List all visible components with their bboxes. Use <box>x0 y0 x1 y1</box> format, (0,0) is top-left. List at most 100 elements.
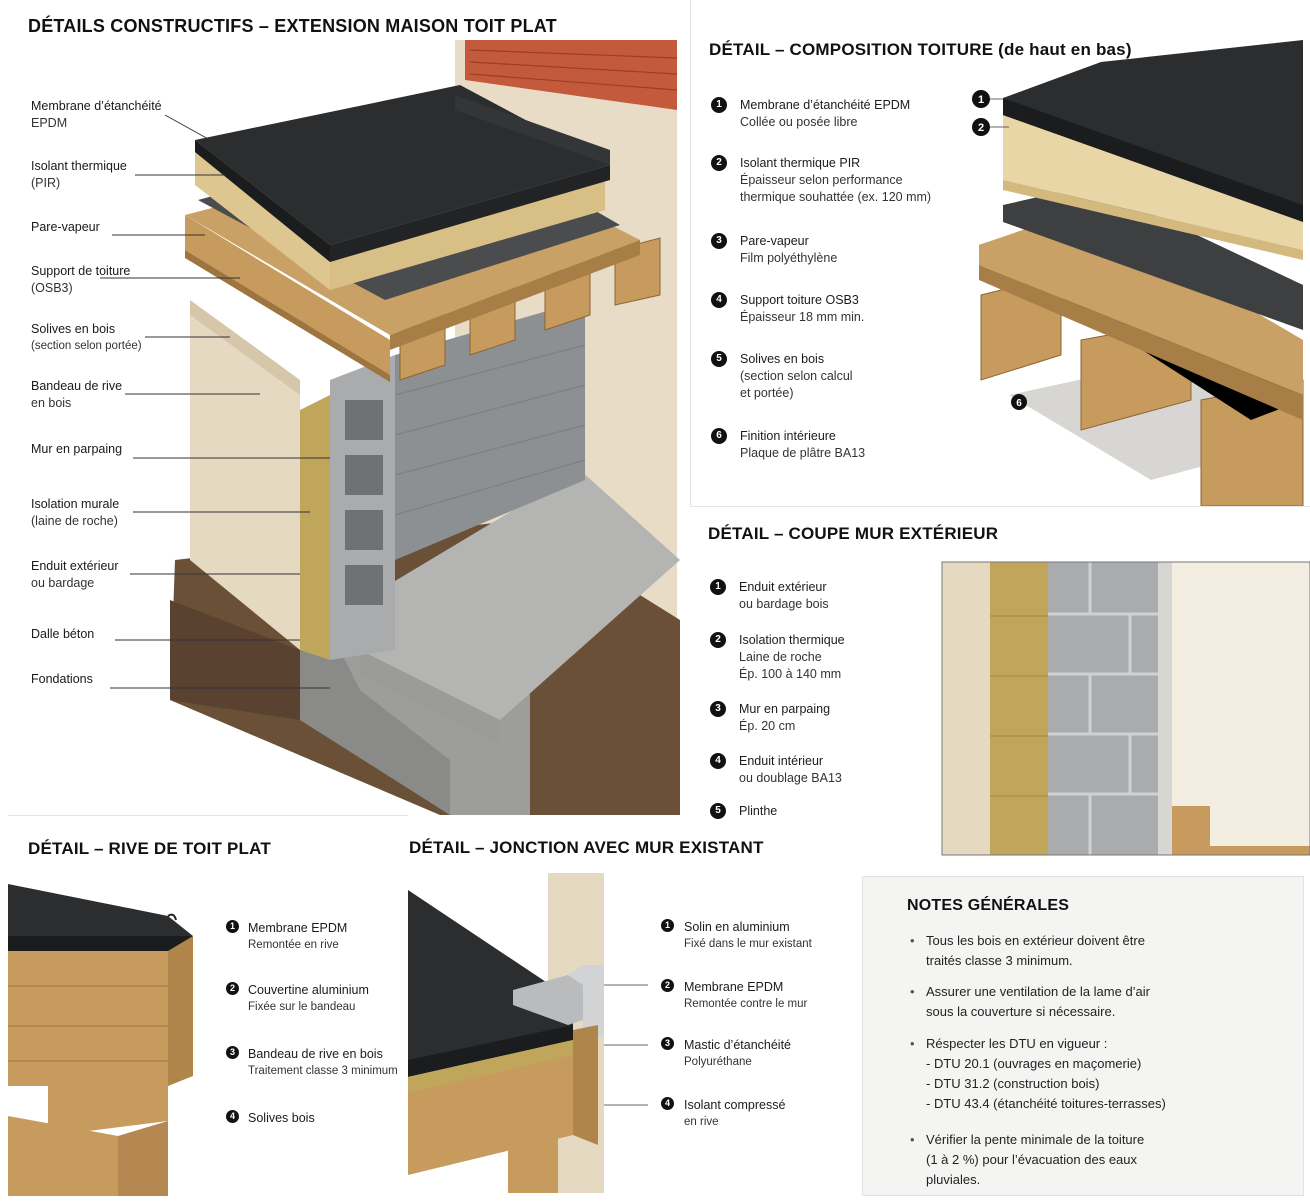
roof-item-5-num: 5 <box>711 351 727 367</box>
junction-item-3-l2: Polyuréthane <box>684 1056 752 1068</box>
junction-item-4-l1: Isolant compressé <box>684 1098 786 1112</box>
main-label-foundation-l1: Fondations <box>31 672 93 686</box>
note-1-line-b: traités classe 3 minimum. <box>926 953 1073 968</box>
main-label-slab: Dalle béton <box>31 626 94 643</box>
wall-item-5-num: 5 <box>710 803 726 819</box>
wall-illustration <box>941 561 1310 856</box>
roof-item-4-num: 4 <box>711 292 727 308</box>
edge-title: DÉTAIL – RIVE DE TOIT PLAT <box>28 839 271 858</box>
main-label-joists-l1: Solives en bois <box>31 322 116 336</box>
roof-title: DÉTAIL – COMPOSITION TOITURE (de haut en… <box>709 40 1132 59</box>
edge-item-1-l2: Remontée en rive <box>248 939 339 951</box>
junction-panel: DÉTAIL – JONCTION AVEC MUR EXISTANT 1 Sol… <box>408 815 860 1195</box>
note-3-line-d: - DTU 43.4 (étanchéité toitures-terrasse… <box>926 1096 1166 1111</box>
wall-item-4-num: 4 <box>710 753 726 769</box>
wall-item-2-num: 2 <box>710 632 726 648</box>
wall-title: DÉTAIL – COUPE MUR EXTÉRIEUR <box>708 524 999 543</box>
wall-item-2-l1: Isolation thermique <box>739 633 845 647</box>
main-label-vapour-l1: Pare-vapeur <box>31 220 100 234</box>
junction-item-4-l2: en rive <box>684 1116 719 1128</box>
main-label-epdm-l2: EPDM <box>31 116 68 130</box>
roof-callout-2: 2 <box>978 122 984 134</box>
roof-item-2-l1: Isolant thermique PIR <box>740 156 861 170</box>
roof-item-5-l2: (section selon calcul <box>740 369 853 383</box>
roof-item-6-num: 6 <box>711 428 727 444</box>
note-2: •Assurer une ventilation de la lame d’ai… <box>910 982 1151 1022</box>
main-label-render: Enduit extérieur ou bardage <box>31 558 119 592</box>
junction-item-2-l2: Remontée contre le mur <box>684 998 808 1010</box>
junction-item-2-num: 2 <box>661 979 674 992</box>
roof-callout-1: 1 <box>978 94 984 106</box>
wall-item-3-l1: Mur en parpaing <box>739 702 831 716</box>
roof-item-1-l2: Collée ou posée libre <box>740 115 858 129</box>
roof-panel: DÉTAIL – COMPOSITION TOITURE (de haut en… <box>690 0 1310 507</box>
roof-item-6-l2: Plaque de plâtre BA13 <box>740 446 866 460</box>
edge-item-4-l1: Solives bois <box>248 1111 315 1125</box>
wall-item-2-l2: Laine de roche <box>739 650 822 664</box>
note-3-line-c: - DTU 31.2 (construction bois) <box>926 1076 1100 1091</box>
junction-item-1-l2: Fixé dans le mur existant <box>684 938 812 950</box>
wall-item-4-l2: ou doublage BA13 <box>739 771 842 785</box>
main-label-block-l1: Mur en parpaing <box>31 442 123 456</box>
junction-item-2-l1: Membrane EPDM <box>684 980 784 994</box>
roof-item-6-l1: Finition intérieure <box>740 429 836 443</box>
roof-illustration: 1 2 6 <box>972 40 1304 506</box>
edge-item-3-l2: Traitement classe 3 minimum <box>248 1065 398 1077</box>
main-label-epdm-l1: Membrane d’étanchéité <box>31 99 162 113</box>
wall-item-3-l2: Ép. 20 cm <box>739 719 796 733</box>
roof-item-2-l2: Épaisseur selon performance <box>740 173 903 187</box>
edge-illustration <box>8 884 193 1196</box>
main-label-pir: Isolant thermique(PIR) <box>31 158 127 192</box>
main-label-joists: Solives en bois (section selon portée) <box>31 321 142 355</box>
note-4-line-b: (1 à 2 %) pour l’évacuation des eaux <box>926 1152 1138 1167</box>
main-panel: DÉTAILS CONSTRUCTIFS – EXTENSION MAISON … <box>0 0 690 815</box>
roof-item-5-l1: Solives en bois <box>740 352 825 366</box>
note-4-line-c: pluviales. <box>926 1172 981 1187</box>
junction-item-1-num: 1 <box>661 919 674 932</box>
roof-item-5-l3: et portée) <box>740 386 794 400</box>
main-label-slab-l1: Dalle béton <box>31 627 95 641</box>
junction-title: DÉTAIL – JONCTION AVEC MUR EXISTANT <box>409 838 764 857</box>
notes-panel: NOTES GÉNÉRALES •Tous les bois en extéri… <box>862 876 1304 1196</box>
main-label-osb: Support de toiture(OSB3) <box>31 263 130 297</box>
main-label-wool-l2: (laine de roche) <box>31 514 118 528</box>
roof-item-1-l1: Membrane d’étanchéité EPDM <box>740 98 911 112</box>
junction-item-1-l1: Solin en aluminium <box>684 920 790 934</box>
main-label-render-l1: Enduit extérieur <box>31 559 119 573</box>
wall-item-5-l1: Plinthe <box>739 804 778 818</box>
edge-item-4-num: 4 <box>226 1110 239 1123</box>
junction-item-3-num: 3 <box>661 1037 674 1050</box>
note-4-line-a: Vérifier la pente minimale de la toiture <box>926 1132 1145 1147</box>
main-label-wool: Isolation murale (laine de roche) <box>31 496 119 530</box>
main-label-block: Mur en parpaing <box>31 441 122 458</box>
wall-item-1-num: 1 <box>710 579 726 595</box>
roof-item-2-l3: thermique souhattée (ex. 120 mm) <box>740 190 932 204</box>
main-label-joists-l2: (section selon portée) <box>31 340 142 352</box>
roof-item-4-l2: Épaisseur 18 mm min. <box>740 310 865 324</box>
roof-item-3-l1: Pare-vapeur <box>740 234 809 248</box>
wall-item-4-l1: Enduit intérieur <box>739 754 824 768</box>
main-label-wool-l1: Isolation murale <box>31 497 120 511</box>
edge-item-2-l1: Couvertine aluminium <box>248 983 369 997</box>
note-2-line-b: sous la couverture si nécessaire. <box>926 1004 1116 1019</box>
roof-item-3-num: 3 <box>711 233 727 249</box>
edge-item-1-num: 1 <box>226 920 239 933</box>
main-illustration <box>100 40 680 815</box>
wall-item-1-l2: ou bardage bois <box>739 597 829 611</box>
main-label-render-l2: ou bardage <box>31 576 95 590</box>
junction-item-3-l1: Mastic d’étanchéité <box>684 1038 792 1052</box>
note-2-line-a: Assurer une ventilation de la lame d’air <box>926 984 1151 999</box>
junction-illustration <box>408 873 648 1193</box>
main-label-pir-l2: (PIR) <box>31 176 61 190</box>
note-1-line-a: Tous les bois en extérieur doivent être <box>926 933 1145 948</box>
wall-item-3-num: 3 <box>710 701 726 717</box>
junction-item-4-num: 4 <box>661 1097 674 1110</box>
roof-item-2-num: 2 <box>711 155 727 171</box>
main-title: DÉTAILS CONSTRUCTIFS – EXTENSION MAISON … <box>28 16 557 36</box>
roof-callout-6: 6 <box>1016 398 1022 409</box>
main-label-osb-l2: (OSB3) <box>31 281 73 295</box>
